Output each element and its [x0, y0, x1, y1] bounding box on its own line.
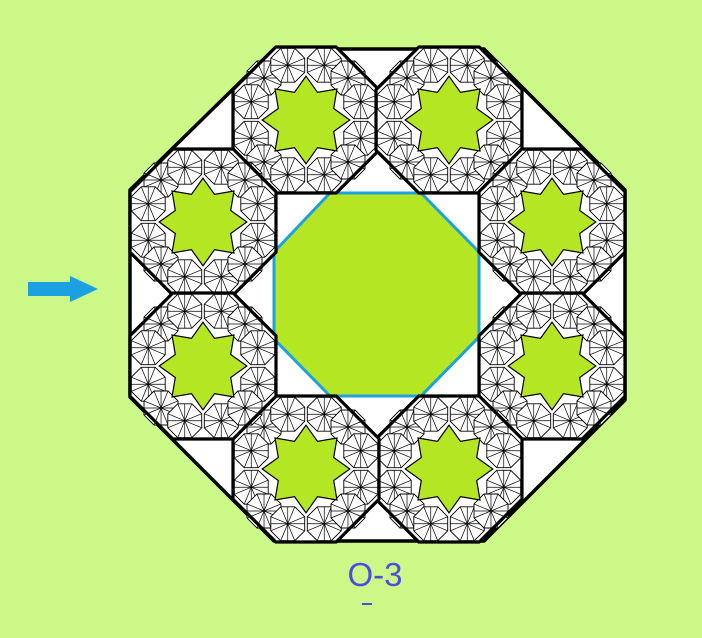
- arrow-shape: [28, 276, 98, 302]
- center-octagon: [272, 191, 481, 398]
- star-center: [158, 177, 248, 267]
- tile-outline: [231, 394, 381, 544]
- tile-octagon: [128, 291, 278, 441]
- tile-outline: [231, 45, 381, 195]
- figure-label: O-3: [347, 556, 403, 593]
- label-underline: [362, 603, 372, 605]
- tile-octagon: [128, 147, 278, 297]
- tile-outline: [128, 291, 278, 441]
- star-center: [261, 75, 351, 165]
- tile-octagon: [231, 45, 381, 195]
- star-center: [158, 321, 248, 411]
- octagon-figure: [128, 45, 627, 544]
- star-center: [507, 321, 597, 411]
- arrow-right-icon: [28, 276, 98, 302]
- tile-outline: [477, 291, 627, 441]
- tile-octagon: [374, 394, 524, 544]
- tile-octagon: [374, 45, 524, 195]
- tile-octagon: [477, 147, 627, 297]
- star-center: [404, 75, 494, 165]
- tile-octagon: [477, 291, 627, 441]
- star-center: [404, 424, 494, 514]
- star-center: [261, 424, 351, 514]
- tile-octagon: [231, 394, 381, 544]
- star-center: [507, 177, 597, 267]
